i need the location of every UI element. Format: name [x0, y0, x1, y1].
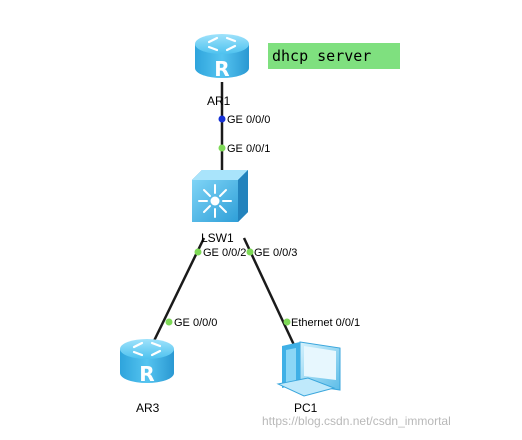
- router-icon: R: [120, 339, 174, 386]
- device-label-ar3: AR3: [136, 401, 160, 415]
- switch-icon: [192, 170, 248, 222]
- port-label-ar1-ge000: GE 0/0/0: [227, 114, 271, 126]
- port-label-ar3-ge000: GE 0/0/0: [174, 317, 218, 329]
- pc-icon: [276, 341, 341, 397]
- device-label-lsw1: LSW1: [201, 231, 234, 245]
- watermark: https://blog.csdn.net/csdn_immortal: [262, 414, 451, 428]
- router-icon: R: [195, 34, 249, 81]
- device-label-pc1: PC1: [294, 401, 318, 415]
- port-label-lsw1-ge001: GE 0/0/1: [227, 143, 271, 155]
- port-label-pc1-eth001: Ethernet 0/0/1: [291, 317, 361, 329]
- link-lsw1-ar3: [150, 237, 206, 346]
- port-label-lsw1-ge002: GE 0/0/2: [203, 247, 247, 259]
- port-dot-ar3-ge000: [165, 318, 173, 326]
- router-ar1[interactable]: R: [195, 34, 249, 81]
- dhcp-server-note: dhcp server: [268, 43, 400, 69]
- port-dot-lsw1-ge003: [246, 248, 254, 256]
- port-dot-lsw1-ge001: [218, 144, 226, 152]
- device-label-ar1: AR1: [207, 94, 231, 108]
- switch-lsw1[interactable]: [192, 170, 248, 222]
- router-ar3[interactable]: R: [120, 339, 174, 386]
- svg-text:R: R: [139, 362, 154, 386]
- port-dot-pc1-eth001: [283, 318, 291, 326]
- link-lsw1-pc1: [242, 237, 296, 346]
- port-label-lsw1-ge003: GE 0/0/3: [254, 247, 298, 259]
- pc-pc1[interactable]: [276, 341, 341, 397]
- port-dot-lsw1-ge002: [194, 248, 202, 256]
- svg-text:R: R: [214, 57, 229, 81]
- port-dot-ar1-ge000: [218, 115, 226, 123]
